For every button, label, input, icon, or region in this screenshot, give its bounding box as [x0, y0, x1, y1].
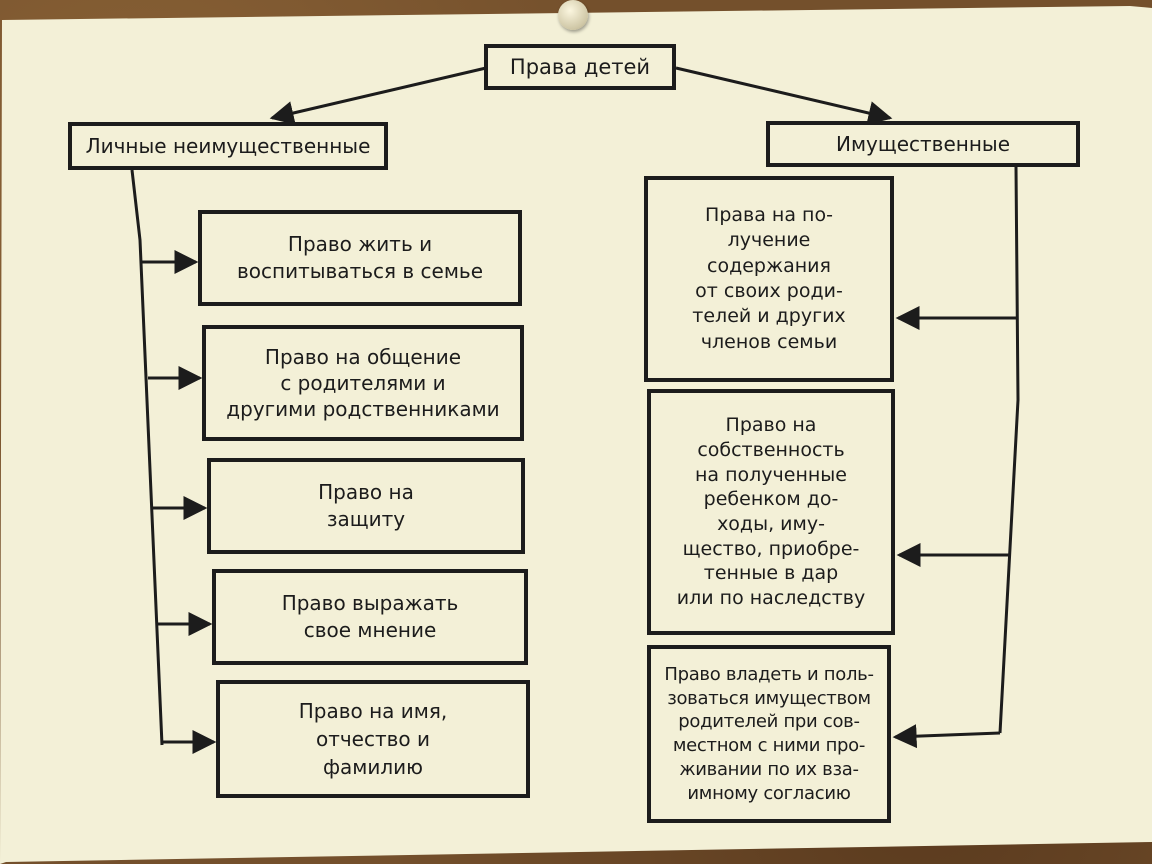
right-trunk-line: [998, 166, 1020, 734]
root-node: Права детей: [484, 44, 676, 90]
left-branch-header: Личные неимущественные: [68, 122, 388, 170]
push-pin-icon: [558, 0, 588, 30]
left-item-box: Право на защиту: [207, 458, 525, 554]
right-item-box: Право на собственность на полученные реб…: [647, 389, 895, 635]
right-item-label: Право владеть и поль- зоваться имущество…: [664, 663, 874, 804]
right-branch-header: Имущественные: [766, 121, 1080, 167]
right-connector-3: [892, 724, 1001, 749]
left-item-label: Право жить и воспитываться в семье: [236, 232, 484, 283]
left-item-label: Право выражать свое мнение: [281, 591, 459, 642]
root-node-label: Права детей: [509, 55, 651, 79]
root-to-left-arrow: [269, 66, 487, 125]
left-item-box: Право выражать свое мнение: [212, 569, 528, 665]
left-item-label: Право на имя, отчество и фамилию: [298, 699, 448, 779]
left-branch-title: Личные неимущественные: [85, 134, 371, 158]
left-item-box: Право на имя, отчество и фамилию: [216, 680, 530, 798]
left-item-label: Право на защиту: [318, 480, 414, 531]
right-branch-title: Имущественные: [835, 132, 1010, 156]
right-item-label: Права на по- лучение содержания от своих…: [692, 204, 846, 353]
right-item-box: Право владеть и поль- зоваться имущество…: [647, 645, 891, 823]
right-item-box: Права на по- лучение содержания от своих…: [644, 176, 894, 382]
left-item-label: Право на общение с родителями и другими …: [226, 345, 500, 421]
root-to-right-arrow: [675, 66, 893, 125]
right-item-label: Право на собственность на полученные реб…: [676, 414, 866, 610]
left-item-box: Право на общение с родителями и другими …: [202, 325, 524, 441]
left-trunk-line: [130, 169, 164, 746]
left-item-box: Право жить и воспитываться в семье: [198, 210, 522, 306]
